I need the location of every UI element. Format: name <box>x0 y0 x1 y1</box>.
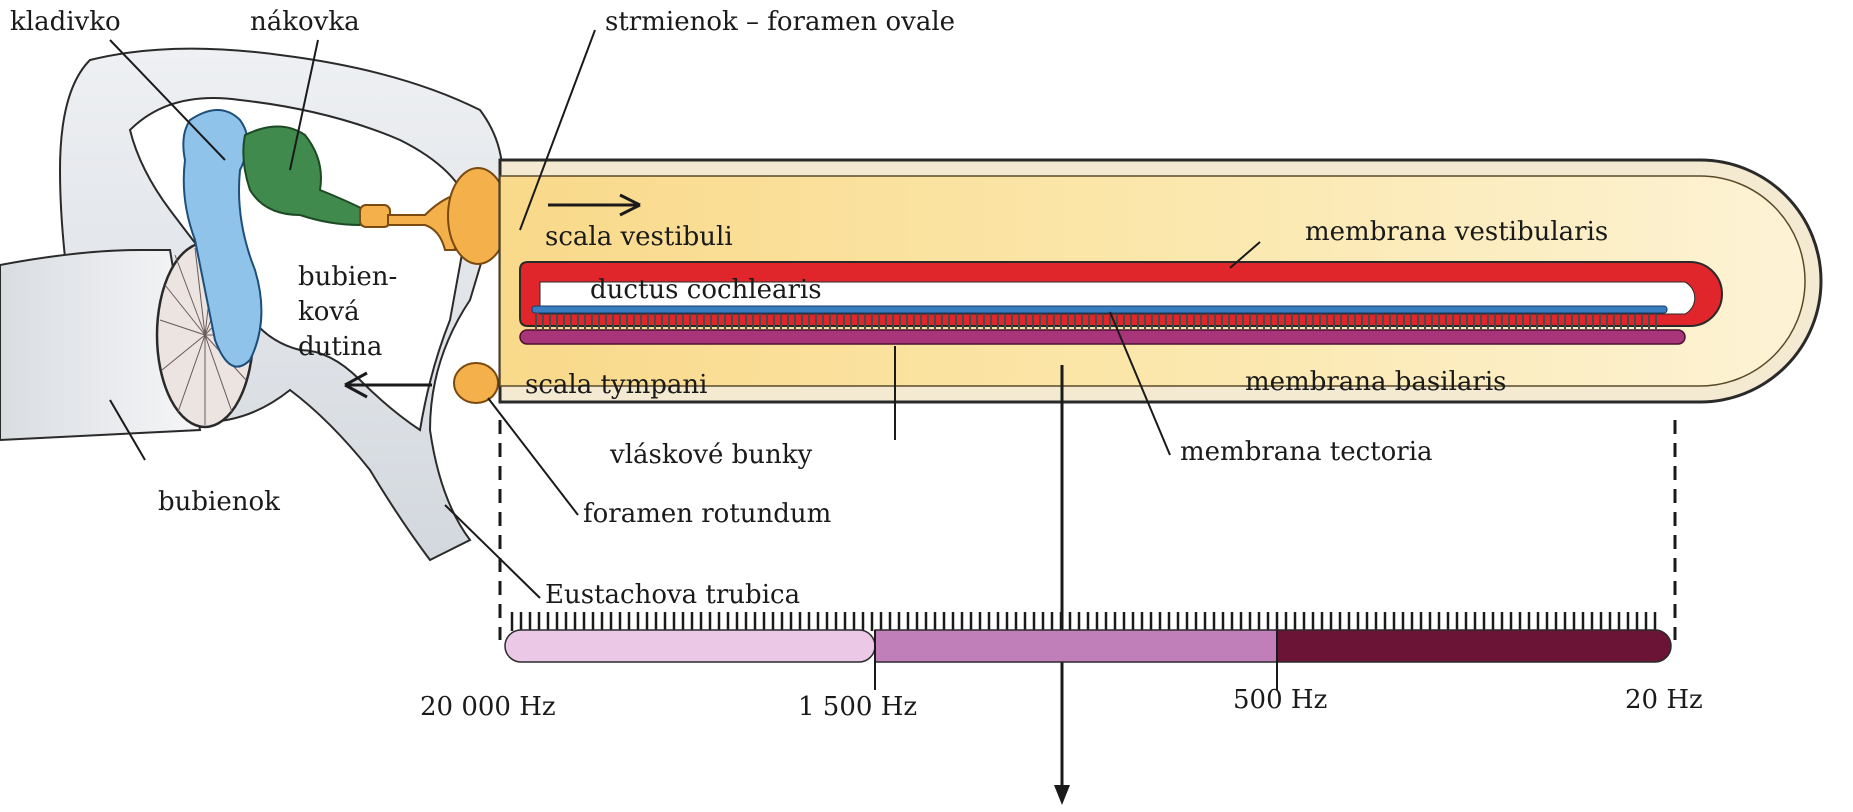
scale-segment-high-freq <box>505 630 875 662</box>
label-eustachian: Eustachova trubica <box>545 580 800 610</box>
leader-eustachian <box>445 505 540 598</box>
label-cavity-1: bubien- <box>298 262 397 292</box>
scale-ticks <box>512 612 1655 631</box>
basilar-membrane <box>520 330 1685 344</box>
label-cavity-3: dutina <box>298 332 382 362</box>
label-eardrum: bubienok <box>158 487 280 517</box>
freq-label-1500: 1 500 Hz <box>798 692 917 722</box>
label-scala-tympani: scala tympani <box>525 370 707 400</box>
hair-cells <box>536 314 1656 329</box>
label-membrana-vestibularis: membrana vestibularis <box>1305 217 1608 247</box>
label-malleus: kladivko <box>10 7 121 37</box>
freq-label-20000: 20 000 Hz <box>420 692 556 722</box>
label-membrana-basilaris: membrana basilaris <box>1245 367 1507 397</box>
label-cavity-2: ková <box>298 297 360 327</box>
frequency-scale <box>505 612 1671 690</box>
freq-label-20: 20 Hz <box>1625 685 1703 715</box>
label-stapes: strmienok – foramen ovale <box>605 7 955 37</box>
label-hair-cells: vláskové bunky <box>609 440 812 470</box>
tectorial-membrane <box>532 306 1667 313</box>
scale-segment-low-freq <box>1277 630 1671 662</box>
label-ductus-cochlearis: ductus cochlearis <box>590 275 822 305</box>
freq-label-500: 500 Hz <box>1233 685 1327 715</box>
label-membrana-tectoria: membrana tectoria <box>1180 437 1433 467</box>
pointer-arrow-icon <box>1054 365 1070 805</box>
label-incus: nákovka <box>250 7 360 37</box>
scale-segment-mid-freq <box>875 630 1277 662</box>
label-scala-vestibuli: scala vestibuli <box>545 222 733 252</box>
label-foramen-rotundum: foramen rotundum <box>583 499 831 529</box>
round-window-icon <box>454 363 498 403</box>
